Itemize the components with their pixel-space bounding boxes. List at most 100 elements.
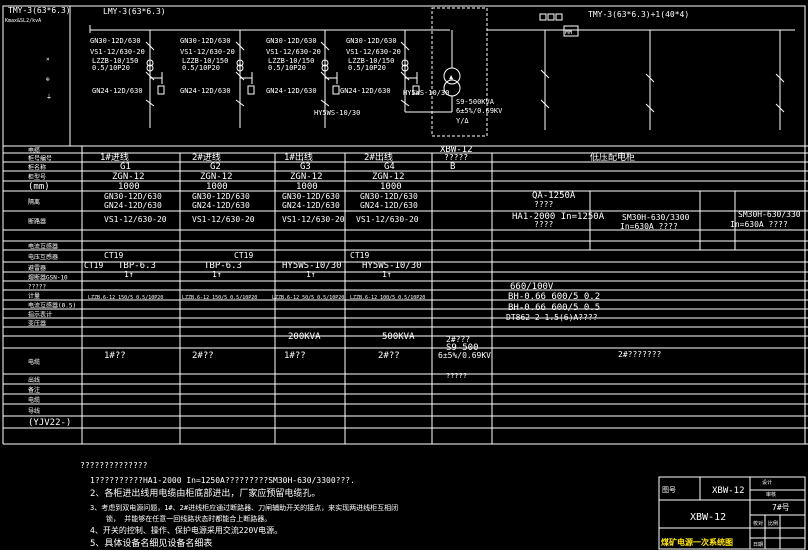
svg-text:GN30-12D/630: GN30-12D/630	[180, 37, 231, 45]
top-section: TMY-3(63*6.3) Kmax&SL2/kvA LMY-3(63*6.3)…	[2, 5, 808, 147]
svg-text:▲: ▲	[449, 73, 454, 81]
row-label-11: 熔断器GSN-10	[28, 274, 68, 282]
svg-text:1#??: 1#??	[104, 351, 126, 361]
svg-text:S9-500: S9-500	[446, 343, 479, 353]
row-label-20: 出线	[28, 376, 40, 384]
note-1: 1??????????HA1-2000 In=1250A?????????SM3…	[90, 476, 355, 485]
svg-text:B: B	[450, 162, 455, 172]
svg-text:LZZB.6-12 150/5 0.5/10P20: LZZB.6-12 150/5 0.5/10P20	[88, 295, 163, 301]
svg-text:GN24-12D/630: GN24-12D/630	[266, 87, 317, 95]
svg-text:⊕: ⊕	[46, 76, 50, 83]
row-label-8: 电流互感器	[28, 243, 58, 251]
panel-feeder-4: GN30-12D/630 VS1-12/630-20 LZZB-10/150 0…	[340, 30, 452, 113]
svg-text:G3: G3	[300, 162, 311, 172]
note-5: 5、具体设备名细见设备名细表	[90, 537, 212, 549]
low-voltage-header: 低压配电柜	[590, 151, 635, 163]
low-voltage-busbar: MM	[539, 13, 795, 130]
svg-text:HY5WS-10/30: HY5WS-10/30	[362, 261, 422, 271]
svg-text:S9-500KVA: S9-500KVA	[456, 98, 495, 106]
svg-text:1#出线: 1#出线	[284, 151, 313, 163]
svg-text:LZZB.6-12 50/5 0.5/10P20: LZZB.6-12 50/5 0.5/10P20	[272, 295, 344, 301]
svg-text:⏚: ⏚	[46, 94, 52, 101]
row-label-24: (YJV22-)	[28, 418, 71, 428]
svg-text:GN24-12D/630: GN24-12D/630	[340, 87, 391, 95]
svg-text:G2: G2	[210, 162, 221, 172]
svg-text:LZZB-10/150: LZZB-10/150	[92, 57, 138, 65]
svg-text:VS1-12/630-20: VS1-12/630-20	[104, 215, 167, 224]
svg-text:LZZB.6-12 150/5 0.5/10P20: LZZB.6-12 150/5 0.5/10P20	[182, 295, 257, 301]
svg-text:HY5WS-10/30: HY5WS-10/30	[282, 261, 342, 271]
svg-text:HA1-2000 In=1250A: HA1-2000 In=1250A	[512, 212, 605, 222]
svg-text:SM30H-630/3300: SM30H-630/3300	[622, 213, 690, 222]
svg-text:GN30-12D/630: GN30-12D/630	[104, 192, 162, 201]
svg-text:G1: G1	[120, 162, 131, 172]
svg-text:ZGN-12: ZGN-12	[112, 172, 145, 182]
note-4: 4、开关的控制、操作、保护电源采用交流220V电源。	[90, 525, 282, 535]
xbw-header: XBW-12	[440, 145, 473, 155]
svg-text:SM30H-630/330: SM30H-630/330	[738, 210, 801, 219]
svg-text:0.5/10P20: 0.5/10P20	[92, 64, 130, 72]
svg-text:GN30-12D/630: GN30-12D/630	[282, 192, 340, 201]
svg-text:VS1-12/630-20: VS1-12/630-20	[282, 215, 345, 224]
row-label-22: 电缆	[28, 396, 40, 404]
svg-text:校对: 校对	[753, 520, 763, 527]
svg-text:1#??: 1#??	[284, 351, 306, 361]
svg-text:设计: 设计	[762, 479, 772, 486]
row-label-14: 电流互感器(0.5)	[28, 302, 76, 310]
svg-text:?????: ?????	[444, 153, 468, 162]
svg-text:比例: 比例	[768, 520, 778, 527]
svg-text:660/100V: 660/100V	[510, 282, 554, 292]
svg-text:0.5/10P20: 0.5/10P20	[348, 64, 386, 72]
svg-text:6±5%/0.69KV: 6±5%/0.69KV	[456, 107, 503, 115]
notes: ?????????????? 1??????????HA1-2000 In=12…	[80, 461, 398, 549]
svg-text:ZGN-12: ZGN-12	[200, 172, 233, 182]
svg-text:VS1-12/630-20: VS1-12/630-20	[180, 48, 235, 56]
row-labels: 电缆柜号编号柜名称柜型号(mm)隔离断路器电流互感器电压互感器避雷器熔断器GSN…	[28, 147, 76, 429]
svg-text:7#号: 7#号	[772, 503, 790, 512]
svg-text:GN24-12D/630: GN24-12D/630	[360, 201, 418, 210]
svg-text:1000: 1000	[118, 182, 140, 192]
svg-text:1↑: 1↑	[212, 270, 222, 279]
svg-text:6±5%/0.69KV: 6±5%/0.69KV	[438, 351, 491, 360]
svg-text:CT19: CT19	[104, 251, 123, 260]
note-3: 3、考虑到双电源问题，1#、2#进线柜应通过断路器、刀闸辅助开关的接点，来实现两…	[90, 503, 398, 512]
row-label-16: 变压器	[28, 320, 46, 328]
svg-text:In=630A ????: In=630A ????	[620, 222, 678, 231]
row-label-1: 柜号编号	[28, 155, 52, 163]
svg-text:LZZB-10/150: LZZB-10/150	[268, 57, 314, 65]
notes-heading: ??????????????	[80, 461, 148, 470]
svg-text:GN24-12D/630: GN24-12D/630	[180, 87, 231, 95]
svg-text:GN30-12D/630: GN30-12D/630	[346, 37, 397, 45]
row-label-6: 断路器	[28, 218, 46, 226]
svg-text:LZZB-10/150: LZZB-10/150	[182, 57, 228, 65]
row-label-13: 计量	[28, 292, 40, 300]
svg-text:XBW-12: XBW-12	[712, 486, 745, 496]
svg-text:GN24-12D/630: GN24-12D/630	[192, 201, 250, 210]
svg-text:ZGN-12: ZGN-12	[290, 172, 323, 182]
svg-text:日期: 日期	[753, 542, 763, 548]
svg-text:GN30-12D/630: GN30-12D/630	[90, 37, 141, 45]
svg-text:1000: 1000	[296, 182, 318, 192]
svg-text:????: ????	[534, 220, 553, 229]
svg-text:????: ????	[534, 200, 553, 209]
svg-text:500KVA: 500KVA	[382, 332, 415, 342]
svg-text:GN24-12D/630: GN24-12D/630	[282, 201, 340, 210]
svg-text:Y/Δ: Y/Δ	[456, 117, 469, 125]
svg-text:TBP-6.3: TBP-6.3	[118, 261, 156, 271]
svg-text:LZZB.6-12 100/5 0.5/10P20: LZZB.6-12 100/5 0.5/10P20	[350, 295, 425, 301]
note-2: 2、各柜进出线用电缆由柜底部进出，厂家应预留电缆孔。	[90, 487, 320, 499]
svg-text:GN24-12D/630: GN24-12D/630	[104, 201, 162, 210]
svg-text:CT19: CT19	[350, 251, 369, 260]
row-label-2: 柜名称	[28, 164, 46, 172]
svg-text:VS1-12/630-20: VS1-12/630-20	[356, 215, 419, 224]
title-model: XBW-12	[690, 512, 726, 523]
bus-left-label: TMY-3(63*6.3)	[8, 6, 71, 15]
bus-right-label: TMY-3(63*6.3)+1(40*4)	[588, 10, 689, 19]
row-label-15: 指示表计	[28, 311, 52, 319]
svg-text:BH-0.66 600/5 0.5: BH-0.66 600/5 0.5	[508, 303, 600, 313]
svg-text:2#??: 2#??	[378, 351, 400, 361]
svg-text:HY5WS-10/30: HY5WS-10/30	[403, 89, 449, 97]
note-3b: 锁， 并能够在任意一回线路状态时都能合上断路器。	[106, 514, 271, 523]
bus-left-sub: Kmax&SL2/kvA	[5, 18, 41, 24]
